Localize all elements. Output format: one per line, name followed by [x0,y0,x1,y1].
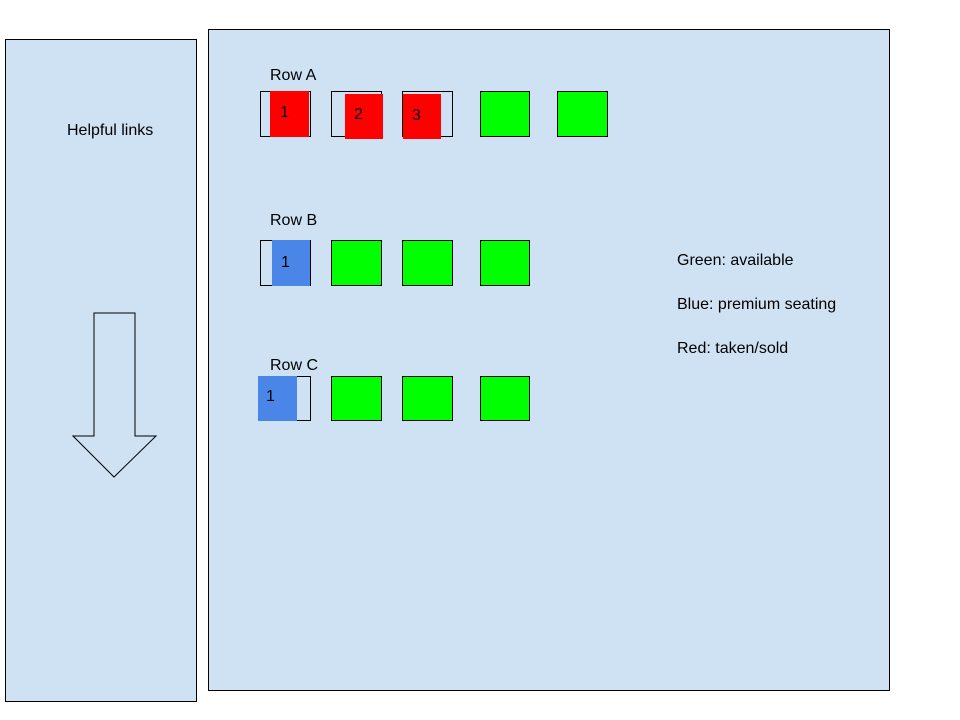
seat-c3[interactable] [402,376,453,421]
seat-c1-premium-fill [258,376,297,421]
seat-b2[interactable] [331,240,382,286]
seat-a2-number: 2 [354,106,363,123]
row-c-label: Row C [270,357,319,374]
seat-c1-number: 1 [266,388,275,405]
seat-a3-number: 3 [412,107,421,124]
seat-map-panel [208,29,890,691]
seat-a2-taken-fill [345,94,383,139]
legend-green: Green: available [677,252,794,269]
seat-a1-taken-fill [270,91,309,137]
seat-a1-number: 1 [280,104,289,121]
seat-a4[interactable] [480,91,530,137]
legend-red: Red: taken/sold [677,340,789,357]
seat-b4[interactable] [480,240,530,286]
seat-c4[interactable] [480,376,530,421]
helpful-links-panel: Helpful links [5,39,197,702]
seat-b1-number: 1 [281,254,290,271]
seat-a3-taken-fill [403,94,441,139]
down-arrow-icon [72,312,158,478]
seat-b3[interactable] [402,240,453,286]
seat-c2[interactable] [331,376,382,421]
legend-blue: Blue: premium seating [677,296,837,313]
row-a-label: Row A [270,67,317,84]
row-b-label: Row B [270,212,318,229]
helpful-links-title[interactable]: Helpful links [67,122,154,139]
seat-a5[interactable] [557,91,608,137]
seat-b1-premium-fill [272,240,310,286]
